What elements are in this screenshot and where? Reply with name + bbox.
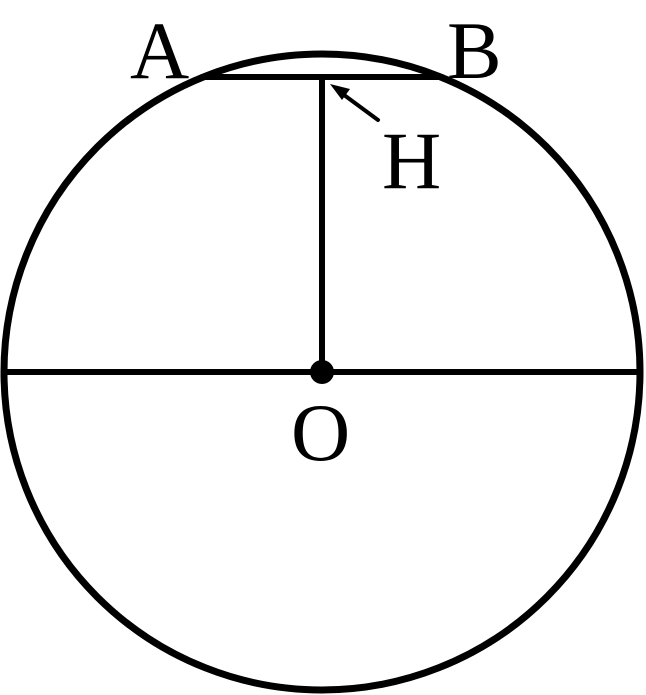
center-point <box>310 360 334 384</box>
label-a: A <box>130 5 189 96</box>
label-b: B <box>447 5 502 96</box>
pointer-arrow-shaft <box>338 90 380 122</box>
label-h: H <box>382 115 441 206</box>
label-o: O <box>291 387 350 478</box>
pointer-arrowhead <box>330 84 350 100</box>
